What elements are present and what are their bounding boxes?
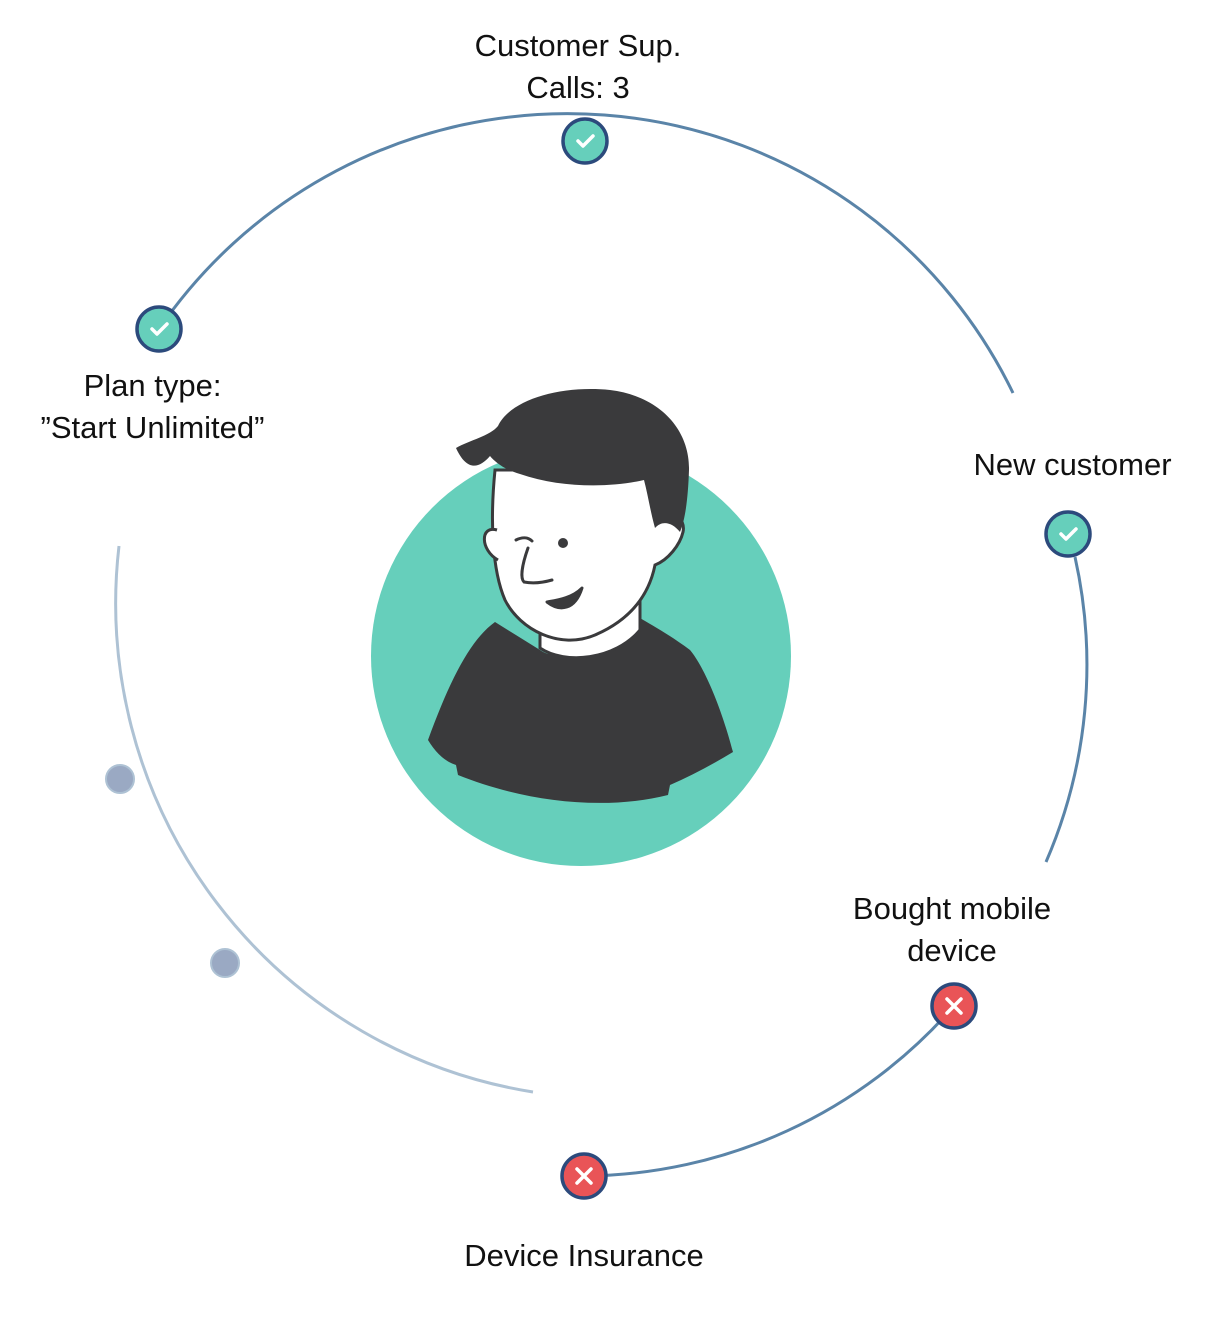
avatar-face [490,468,685,642]
label-device-insurance: Device Insurance [430,1235,738,1277]
check-icon [576,134,595,148]
journey-nodes [105,117,1092,1200]
label-line: New customer [973,447,1172,482]
label-line: ”Start Unlimited” [40,410,265,445]
node-new-customer [1044,510,1092,558]
cross-icon [575,1167,593,1185]
avatar-ear-left [482,527,499,562]
avatar [371,389,791,866]
track-segment-left [114,545,534,1094]
node-marker [1044,510,1092,558]
node-marker [561,117,609,165]
label-plan-type: Plan type: ”Start Unlimited” [15,365,290,449]
node-plan-type [135,305,183,353]
node-pending-2 [210,948,240,978]
node-bought-device [930,982,978,1030]
node-marker [210,948,240,978]
track-segment-bottom-right [583,1005,956,1178]
label-line: Customer Sup. [474,28,682,63]
node-marker [105,764,135,794]
label-line: device [907,933,997,968]
node-marker [135,305,183,353]
label-new-customer: New customer [930,444,1215,486]
check-icon [150,322,169,336]
label-line: Calls: 3 [526,70,630,105]
avatar-eye [558,538,568,548]
avatar-nose [520,546,554,585]
label-line: Bought mobile [852,891,1052,926]
avatar-mouth [545,586,584,610]
label-line: Plan type: [83,368,222,403]
label-customer-support: Customer Sup. Calls: 3 [428,25,728,109]
node-device-insurance [560,1152,608,1200]
track-segment-top [157,112,1015,394]
avatar-hair [456,389,690,532]
check-icon [1059,527,1078,541]
track-segment-right [1044,556,1089,863]
node-customer-support [561,117,609,165]
label-line: Device Insurance [464,1238,704,1273]
cross-icon [945,997,963,1015]
label-bought-device: Bought mobile device [812,888,1092,972]
avatar-shirt [428,618,733,803]
node-pending-1 [105,764,135,794]
avatar-eyebrow [514,536,534,543]
